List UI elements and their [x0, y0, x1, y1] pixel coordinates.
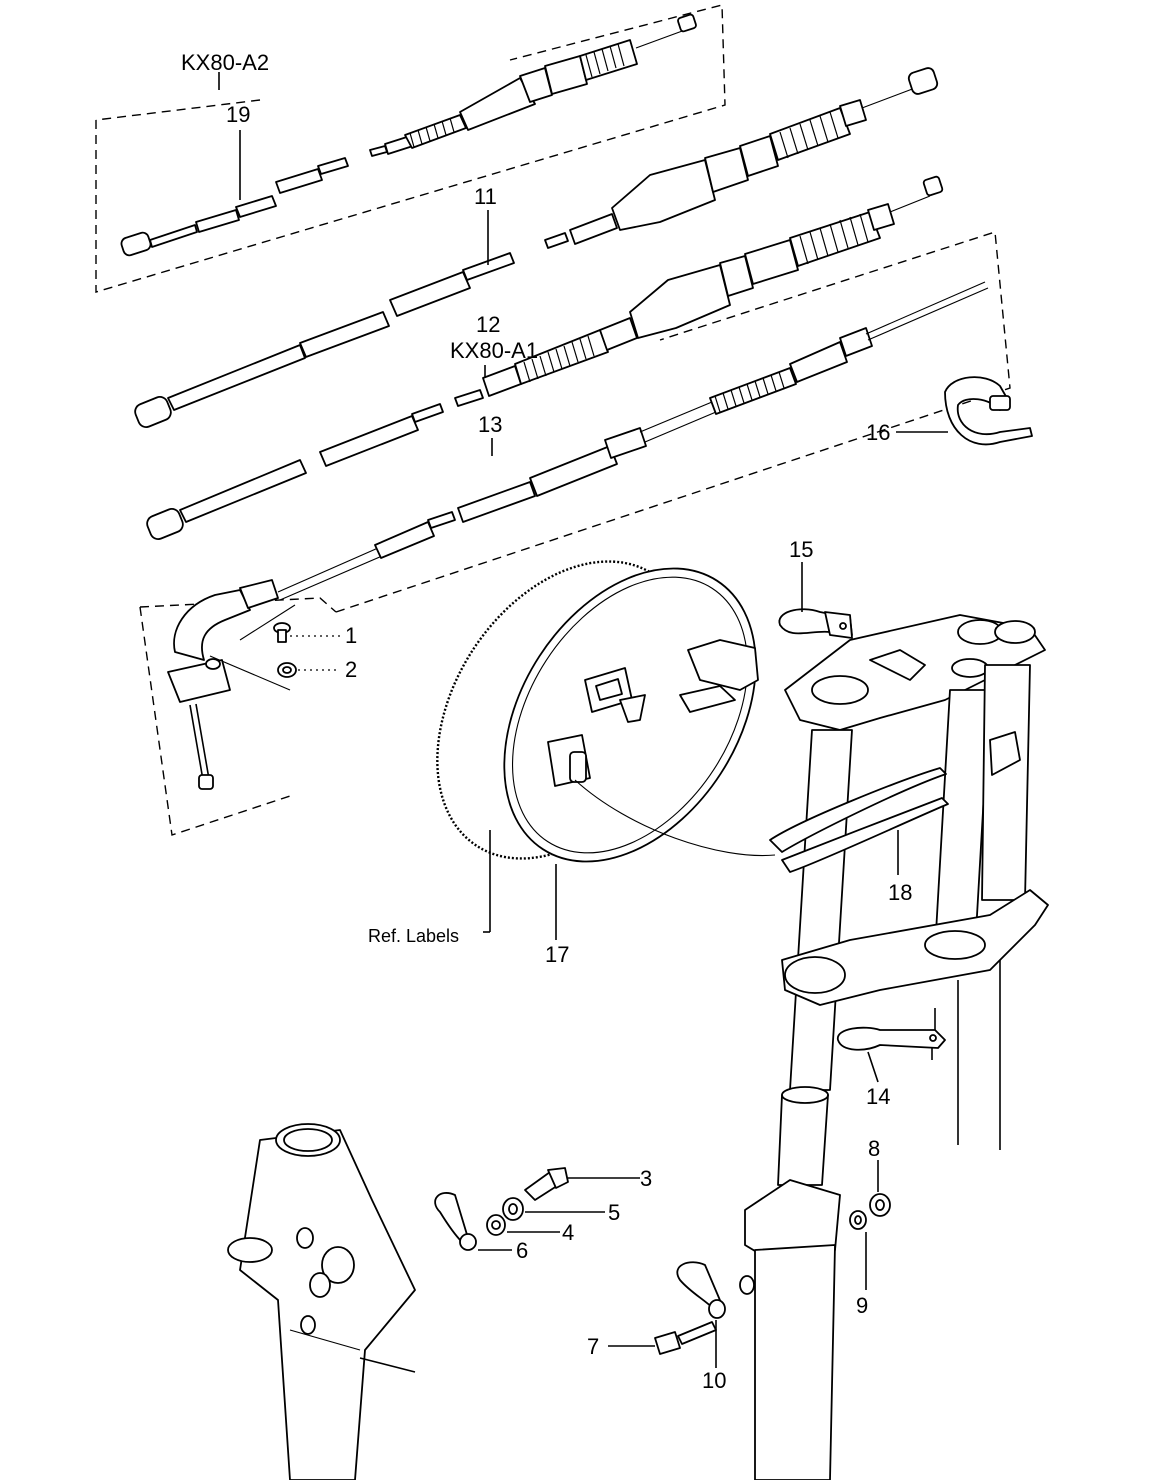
screw-1: 1: [273, 622, 357, 648]
label-13: 13: [478, 412, 502, 437]
clip-15: 15: [778, 537, 853, 639]
front-fork-assembly: 18: [574, 614, 1049, 1480]
washer-4: 4: [486, 1214, 574, 1245]
clip-6: 6: [434, 1192, 528, 1263]
label-11: 11: [474, 184, 497, 209]
label-2: 2: [345, 657, 357, 682]
kx80-a1-group: 12 KX80-A1: [139, 231, 1011, 836]
kx80-a2-group: KX80-A2: [95, 4, 726, 293]
clip-14: 14: [837, 1008, 946, 1109]
label-12: 12: [476, 312, 500, 337]
label-4: 4: [562, 1220, 574, 1245]
cable-19: [120, 13, 697, 257]
label-8: 8: [868, 1136, 880, 1161]
washer-2: 2: [277, 657, 357, 682]
label-10: 10: [702, 1368, 726, 1393]
clamp-16: 16: [866, 376, 1033, 446]
label-ref-labels: Ref. Labels: [368, 926, 459, 946]
label-7: 7: [587, 1334, 599, 1359]
label-6: 6: [516, 1238, 528, 1263]
label-9: 9: [856, 1293, 868, 1318]
label-1: 1: [345, 623, 357, 648]
ref-labels-callout: Ref. Labels: [368, 830, 491, 946]
label-5: 5: [608, 1200, 620, 1225]
nut-8: 8: [868, 1136, 891, 1217]
label-14: 14: [866, 1084, 890, 1109]
clip-10: 10: [676, 1261, 726, 1393]
cable-13: [167, 281, 989, 790]
cable-11: 11: [134, 67, 939, 428]
label-17: 17: [545, 942, 569, 967]
kx80-a2-box: [95, 4, 726, 293]
frame-head-pipe: [227, 1123, 416, 1480]
cable-12: [146, 175, 944, 540]
label-3: 3: [640, 1166, 652, 1191]
washer-9: 9: [849, 1210, 868, 1318]
label-16: 16: [866, 420, 890, 445]
number-plate-17: 17: [436, 560, 759, 967]
bolt-7: 7: [587, 1321, 717, 1359]
label-kx80-a1: KX80-A1: [450, 338, 538, 363]
nut-5: 5: [502, 1197, 620, 1225]
label-19: 19: [226, 102, 250, 127]
label-15: 15: [789, 537, 813, 562]
kx80-a1-box: [335, 231, 1011, 613]
label-kx80-a2: KX80-A2: [181, 50, 269, 75]
bolt-3: 3: [524, 1166, 652, 1201]
label-18: 18: [888, 880, 912, 905]
